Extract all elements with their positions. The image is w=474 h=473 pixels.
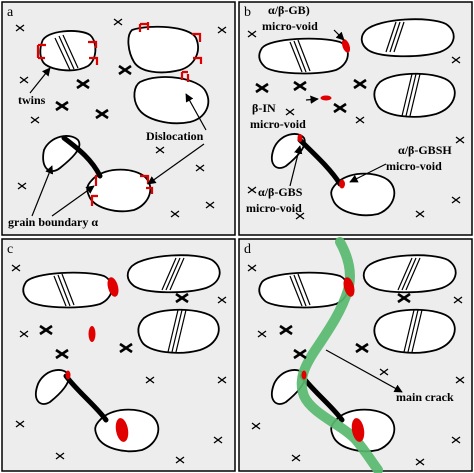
void-c-in: [88, 326, 96, 342]
arrow-gb-1: [31, 165, 54, 217]
dislocation-pileup-a2-right: [192, 32, 203, 64]
grain-c3: [137, 308, 220, 354]
label-gbs-line1: α/β-GBS: [258, 185, 303, 199]
void-d-gbs: [301, 370, 307, 380]
arrow-dislocation-down: [147, 143, 205, 185]
grain-boundary-b: [297, 137, 343, 187]
grain-a2: [127, 22, 203, 74]
label-in-line2: micro-void: [250, 117, 306, 131]
arrow-gbs-void: [289, 145, 303, 187]
arrow-in-void: [305, 95, 319, 104]
void-c-gbs: [65, 370, 71, 380]
arrow-dislocation-up: [185, 93, 207, 131]
grain-b5: [330, 172, 396, 217]
void-c-gb: [107, 277, 119, 297]
void-gbs-b: [297, 134, 303, 142]
grain-b2: [360, 18, 455, 58]
panel-d: d main crack: [238, 237, 473, 473]
panel-a-letter: a: [7, 5, 14, 20]
grain-d3: [373, 308, 456, 354]
arrow-twins: [29, 67, 51, 94]
dislocation-pileup-a3: [180, 70, 190, 82]
label-gb-line1: α/β-GB): [268, 3, 310, 17]
void-c-gbsh: [115, 418, 129, 442]
arrow-gb-2: [51, 185, 95, 217]
void-gb-b: [341, 39, 351, 53]
grain-d1: [258, 271, 349, 309]
dislocation-pileup-a1-right: [88, 40, 99, 65]
panel-d-letter: d: [244, 242, 251, 257]
grain-c4: [35, 369, 70, 405]
panel-c-letter: c: [7, 242, 13, 257]
label-gb-line2: micro-void: [262, 19, 318, 33]
label-gbsh-line2: micro-void: [386, 159, 442, 173]
grain-a3: [133, 70, 210, 125]
void-d-gb: [343, 277, 355, 297]
void-d-gbsh: [351, 418, 365, 442]
label-gbs-line2: micro-void: [246, 201, 302, 215]
arrow-main-crack: [325, 349, 403, 393]
label-dislocation: Dislocation: [146, 129, 204, 143]
label-grain-boundary: grain boundary α: [8, 215, 98, 229]
label-main-crack: main crack: [396, 390, 454, 404]
label-in-line1: β-IN: [252, 101, 276, 115]
arrow-gbsh-void: [349, 163, 387, 183]
dislocation-pileup-a2-top: [138, 22, 150, 32]
label-gbsh-line1: α/β-GBSH: [398, 143, 452, 157]
dislocation-pileup-a1-left: [36, 43, 46, 60]
panel-c: c: [1, 238, 236, 472]
grain-b1: [258, 37, 349, 75]
grain-a1: [36, 30, 99, 72]
grain-c1: [22, 271, 113, 309]
void-gbsh-b: [339, 179, 345, 189]
panel-b: b α/β-GB) micro-void: [238, 1, 473, 236]
arrow-gb-void: [333, 29, 345, 41]
grain-boundary-c: [63, 373, 109, 423]
void-in-b: [320, 95, 332, 101]
grain-boundary-alpha-a: [61, 135, 103, 179]
label-twins: twins: [18, 93, 46, 107]
panel-b-letter: b: [244, 5, 251, 20]
panel-a: a: [1, 1, 236, 236]
